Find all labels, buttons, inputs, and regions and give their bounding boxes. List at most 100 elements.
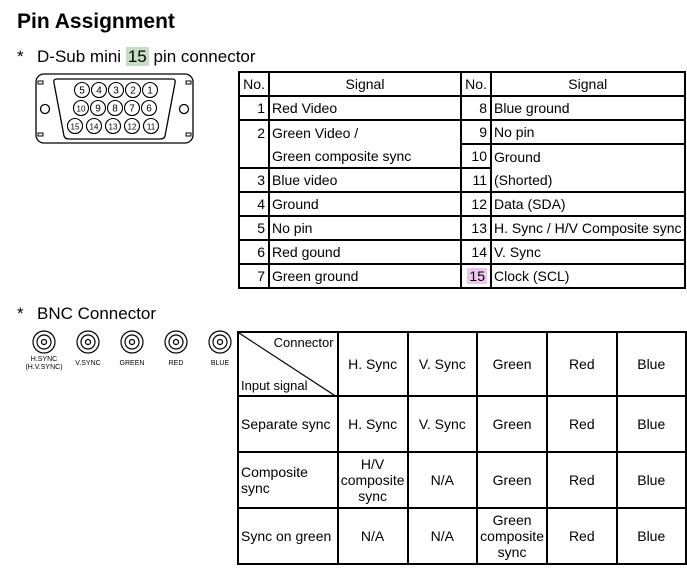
pin-number: 7 <box>238 263 270 289</box>
pin-circle <box>104 117 122 135</box>
pin-signal: V. Sync <box>490 239 686 265</box>
row-label: Separate sync <box>237 395 339 453</box>
pin-circle <box>107 81 125 99</box>
pin-signal: Blue video <box>268 167 462 193</box>
pin-number: 2 <box>238 119 270 144</box>
pin-circle <box>140 99 158 117</box>
table-cell: H. Sync <box>336 395 409 453</box>
pin-assignment-table: No. Signal No. Signal 1 Red Video 8 Blue… <box>238 71 686 289</box>
pin-circle <box>141 81 159 99</box>
pin-number: 13 <box>460 215 492 241</box>
pin-signal: Green Video / <box>268 119 462 144</box>
table-cell: Green <box>476 395 549 453</box>
table-cell: Red <box>546 507 618 565</box>
dsub-heading: *D-Sub mini 15 pin connector <box>17 47 256 67</box>
pin-number-label: 5 <box>79 86 85 97</box>
pin-circle <box>123 99 141 117</box>
pin-signal: Blue ground <box>490 95 686 121</box>
table-cell: N/A <box>336 507 409 565</box>
row-label: Sync on green <box>237 507 339 565</box>
pin-number: 4 <box>238 191 270 217</box>
pin-number-label: 9 <box>95 104 101 115</box>
bnc-heading: *BNC Connector <box>17 304 156 324</box>
bnc-label-hsync: H.SYNC (H.V.SYNC) <box>24 356 64 372</box>
bullet-marker: * <box>17 304 24 323</box>
pin-circle <box>66 117 84 135</box>
pin-number: 5 <box>238 215 270 241</box>
page-title: Pin Assignment <box>17 10 175 33</box>
pin-circle <box>124 81 142 99</box>
pin-number-label: 10 <box>77 105 86 114</box>
bnc-connector-icon <box>208 330 232 354</box>
pin-circle <box>123 117 141 135</box>
dsub-heading-pre: D-Sub mini <box>37 47 122 66</box>
table-header-row: No. Signal No. Signal <box>238 71 686 97</box>
table-row: Composite sync H/V composite sync N/A Gr… <box>237 451 687 509</box>
pin-number-label: 4 <box>96 86 102 97</box>
pin-signal: No pin <box>490 119 686 145</box>
pin-signal: Ground <box>490 143 686 168</box>
table-cell: Blue <box>615 395 687 453</box>
bnc-label-line: H.SYNC <box>30 356 58 363</box>
pin-circle <box>142 117 160 135</box>
bnc-connector-icon <box>76 330 100 354</box>
pin-number: 1 <box>238 95 270 121</box>
table-header-row: Connector Input signal H. Sync V. Sync G… <box>237 331 687 397</box>
pin-circle <box>85 117 103 135</box>
bnc-connectors-diagram <box>32 330 232 354</box>
table-row: 2 Green Video / 9 No pin <box>238 119 686 145</box>
column-header: V. Sync <box>406 331 479 397</box>
pin-number: 10 <box>460 143 492 169</box>
pin-number-highlighted: 15 <box>460 263 492 289</box>
table-row: 3 Blue video 11 (Shorted) <box>238 167 686 193</box>
bnc-connector-icon <box>32 330 56 354</box>
corner-diagonal-line <box>239 333 337 397</box>
pin-signal-continued: Green composite sync <box>268 144 462 169</box>
dsub-heading-post: pin connector <box>153 47 256 66</box>
pin-number: 14 <box>460 239 492 265</box>
table-row: Green composite sync 10 Ground <box>238 143 686 169</box>
corner-label-input-signal: Input signal <box>241 378 308 393</box>
pin-number-label: 14 <box>90 123 99 132</box>
pin-signal: Red Video <box>268 95 462 121</box>
dsub-heading-number: 15 <box>125 47 149 66</box>
bnc-signal-table: Connector Input signal H. Sync V. Sync G… <box>237 331 687 565</box>
table-cell: N/A <box>406 451 479 509</box>
table-row: 1 Red Video 8 Blue ground <box>238 95 686 121</box>
table-row: Separate sync H. Sync V. Sync Green Red … <box>237 395 687 453</box>
bnc-connector-icon <box>164 330 188 354</box>
table-row: 4 Ground 12 Data (SDA) <box>238 191 686 217</box>
bnc-label-line: (H.V.SYNC) <box>25 364 63 371</box>
table-row: 7 Green ground 15 Clock (SCL) <box>238 263 686 289</box>
header-signal-left: Signal <box>268 71 462 97</box>
pin-number-label: 8 <box>112 104 118 115</box>
pin-number: 6 <box>238 239 270 265</box>
pin-number-label: 1 <box>147 86 153 97</box>
table-cell: Red <box>546 395 618 453</box>
pin-number-label: 12 <box>128 123 137 132</box>
table-cell: Blue <box>615 507 687 565</box>
pin-circle <box>106 99 124 117</box>
header-signal-right: Signal <box>490 71 686 97</box>
pin-signal: Data (SDA) <box>490 191 686 217</box>
corner-label-connector: Connector <box>273 335 334 350</box>
pin-number: 3 <box>238 167 270 193</box>
pin-number: 8 <box>460 95 492 121</box>
bnc-label-vsync: V.SYNC <box>75 360 101 367</box>
pin-number: 12 <box>460 191 492 217</box>
pin-number-label: 6 <box>146 104 152 115</box>
column-header: Red <box>546 331 618 397</box>
table-cell: Green composite sync <box>476 507 549 565</box>
table-row: Sync on green N/A N/A Green composite sy… <box>237 507 687 565</box>
pin-number-label: 2 <box>130 86 136 97</box>
pin-signal: (Shorted) <box>490 168 686 193</box>
row-label: Composite sync <box>237 451 339 509</box>
pin-signal: No pin <box>268 215 462 241</box>
pin-number: 11 <box>460 167 492 193</box>
bnc-connector-icon <box>120 330 144 354</box>
pin-circle <box>73 81 91 99</box>
table-corner-cell: Connector Input signal <box>237 331 339 397</box>
header-no-right: No. <box>460 71 492 97</box>
column-header: H. Sync <box>336 331 409 397</box>
